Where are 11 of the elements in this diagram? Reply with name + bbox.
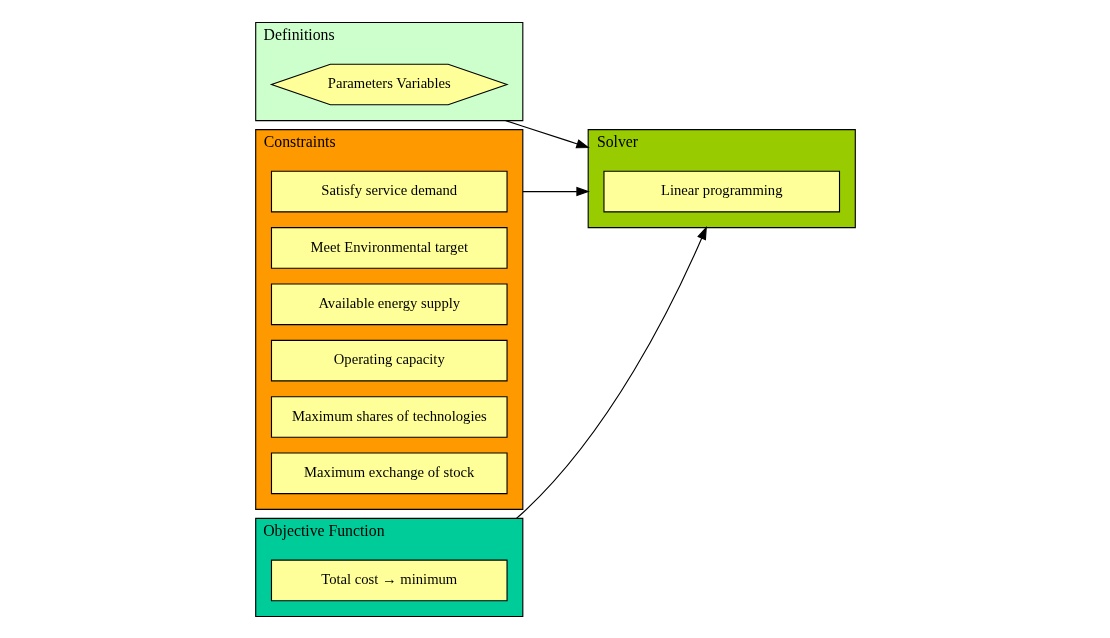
node-box: Maximum exchange of stock (270, 452, 508, 494)
node-box: Operating capacity (270, 339, 508, 381)
arrow (515, 225, 707, 519)
node-box: Available energy supply (270, 282, 508, 325)
node-box: Satisfy service demand (270, 170, 508, 212)
node-box: Meet Environmental target (270, 226, 508, 269)
arrow (521, 186, 590, 196)
arrow (504, 119, 590, 148)
node-box: Linear programming (602, 170, 840, 212)
node-box: Maximum shares of technologies (270, 395, 508, 438)
node-box: Total cost → minimum (270, 559, 508, 601)
